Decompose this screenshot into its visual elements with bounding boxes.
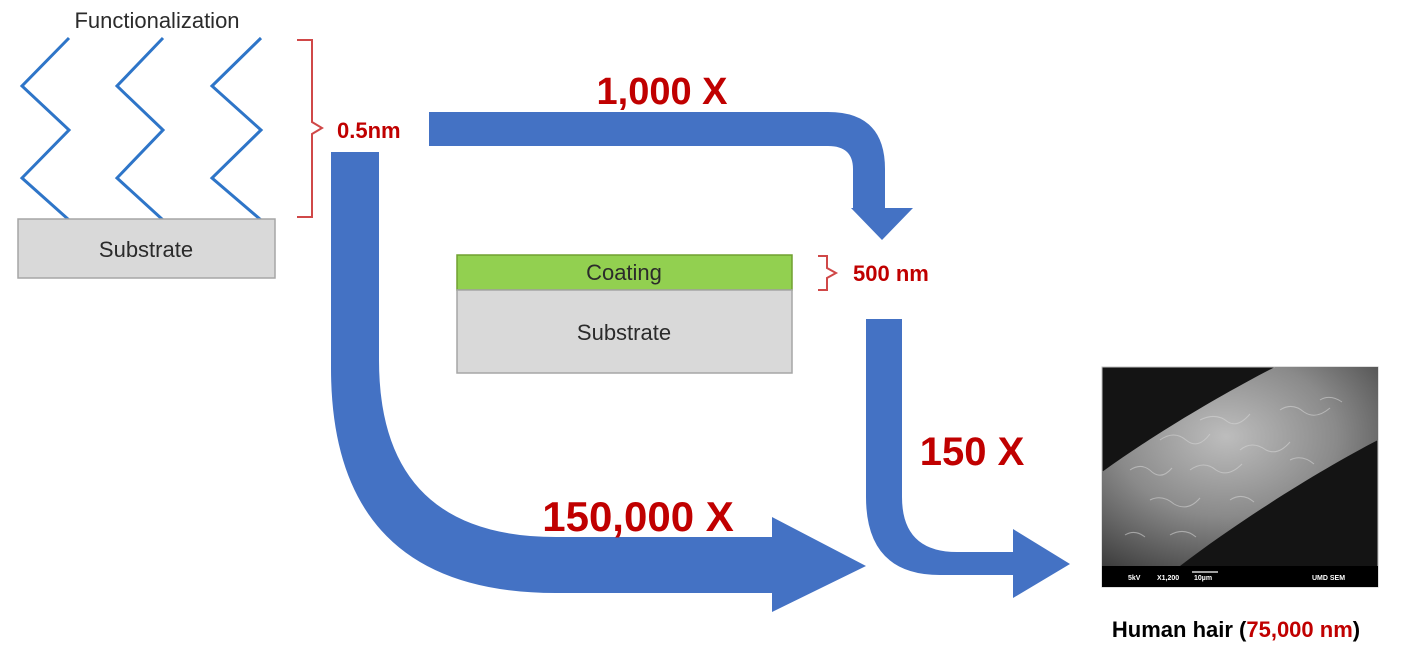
arrow-coating-to-hair — [866, 319, 1070, 598]
hair-caption-prefix: Human hair ( — [1112, 617, 1247, 642]
arrows-group — [331, 112, 1070, 612]
functionalization-group: Functionalization Substrate 0.5nm — [17, 8, 401, 279]
coating-bracket — [818, 255, 839, 291]
sem-voltage: 5kV — [1128, 575, 1141, 582]
functionalization-substrate — [17, 218, 276, 279]
hair-sem-image: 5kV X1,200 10µm UMD SEM — [1101, 366, 1379, 588]
molecule-chain-1 — [19, 36, 72, 222]
molecule-chain-3 — [209, 36, 264, 222]
coating-layer-label: Coating — [586, 260, 662, 285]
functionalization-substrate-label: Substrate — [99, 237, 193, 262]
coating-layer — [456, 254, 793, 291]
coating-substrate-label: Substrate — [577, 320, 671, 345]
arrow-label-functionalization-to-hair: 150,000 X — [542, 493, 734, 540]
arrow-to-coating — [429, 112, 913, 240]
molecule-chain-2 — [114, 36, 166, 222]
functionalization-thickness-label: 0.5nm — [337, 118, 401, 143]
coating-group: Coating Substrate 500 nm — [456, 254, 929, 374]
functionalization-bracket — [297, 39, 324, 218]
coating-substrate — [456, 289, 793, 374]
sem-magnification: X1,200 — [1157, 575, 1179, 582]
functionalization-title: Functionalization — [74, 8, 239, 33]
coating-thickness-label: 500 nm — [853, 261, 929, 286]
sem-info-bar — [1102, 566, 1378, 587]
sem-source: UMD SEM — [1312, 575, 1345, 582]
arrow-label-coating-to-hair: 150 X — [920, 430, 1025, 474]
hair-caption: Human hair (75,000 nm) — [1112, 617, 1360, 642]
arrow-label-to-coating: 1,000 X — [597, 71, 729, 113]
hair-caption-value: 75,000 nm — [1246, 617, 1352, 642]
sem-scale-label: 10µm — [1194, 575, 1212, 582]
hair-caption-suffix: ) — [1353, 617, 1360, 642]
hair-cuticle-texture — [1124, 396, 1343, 538]
arrow-functionalization-to-hair — [331, 152, 866, 612]
